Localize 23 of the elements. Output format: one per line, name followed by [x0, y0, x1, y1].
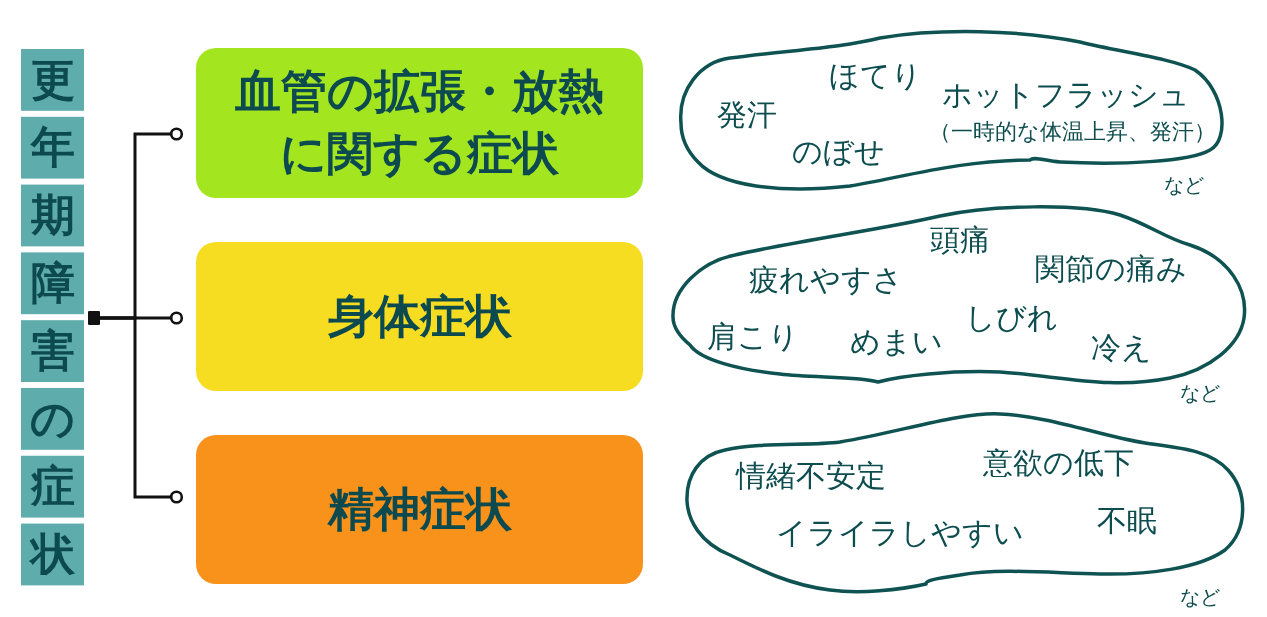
category-title: 血管の拡張・放熱に関する症状: [234, 63, 605, 182]
symptom-text: 疲れやすさ: [749, 262, 903, 298]
category-title: 精神症状: [327, 480, 512, 538]
note-text: など: [1180, 381, 1220, 405]
symptom-text: イライラしやすい: [776, 515, 1024, 551]
symptom-text: 冷え: [1090, 330, 1152, 366]
symptom-text: 肩こり: [707, 319, 799, 355]
symptom-text: 意欲の低下: [982, 445, 1134, 481]
symptom-text: 発汗: [717, 97, 777, 133]
note-text: など: [1164, 173, 1204, 197]
category-title: 身体症状: [327, 287, 512, 345]
symptom-text: のぼせ: [791, 134, 885, 170]
symptom-text: （一時的な体温上昇、発汗）: [928, 119, 1216, 145]
symptom-text: 不眠: [1097, 503, 1157, 539]
note-text: など: [1180, 585, 1220, 609]
symptom-text: ホットフラッシュ: [942, 77, 1190, 113]
connector-line: [88, 311, 184, 504]
symptom-text: 頭痛: [930, 222, 990, 258]
symptom-text: しびれ: [964, 300, 1058, 336]
symptom-text: めまい: [849, 324, 943, 360]
symptom-text: 情緒不安定: [736, 458, 886, 494]
symptom-text: 関節の痛み: [1035, 251, 1187, 287]
symptom-text: ほてり: [828, 58, 922, 94]
